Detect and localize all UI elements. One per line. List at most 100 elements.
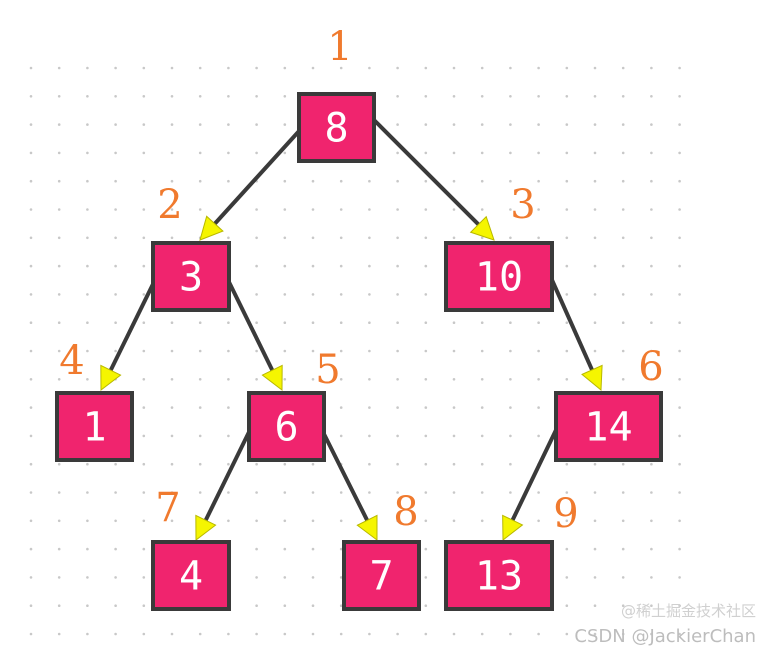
grid-dot [283,151,287,155]
grid-dot [255,208,258,211]
grid-dot [114,179,117,183]
grid-dot [227,151,230,155]
grid-dot [368,236,371,240]
grid-dot [396,349,399,353]
grid-dot [396,95,399,98]
grid-dot [255,491,258,494]
grid-dot [509,491,512,494]
arrowhead-icon [502,514,524,542]
grid-dot [537,123,540,126]
grid-dot [227,491,230,494]
grid-dot [368,406,371,409]
grid-dot [480,462,484,466]
grid-dot [650,632,653,636]
grid-dot [621,462,625,466]
grid-dot [114,576,117,579]
grid-dot [255,236,258,240]
visit-order-label: 9 [553,491,578,537]
grid-dot [170,236,174,240]
grid-dot [255,378,258,381]
grid-dot [678,321,681,325]
grid-dot [339,406,343,409]
grid-dot [86,264,89,268]
grid-dot [142,519,146,523]
grid-dot [86,208,89,211]
grid-dot [424,519,428,523]
arrowhead-icon [261,364,283,392]
grid-dot [255,576,258,579]
tree-node-10: 10 [444,241,554,312]
grid-dot [142,576,146,579]
grid-dot [114,208,117,211]
grid-dot [57,95,61,98]
grid-dot [396,321,399,325]
node-box [342,540,421,611]
edge-n3-n1 [100,279,157,392]
grid-dot [678,434,681,438]
visit-order-label: 5 [315,347,340,393]
grid-dot [593,236,597,240]
grid-dot [339,632,343,636]
grid-dot [593,321,597,325]
grid-dot [424,151,428,155]
visit-order-label: 6 [638,344,663,390]
grid-dot [255,604,258,607]
grid-dot [424,378,428,381]
visit-order-label: 1 [327,24,352,70]
grid-dot [114,95,117,98]
grid-dot [29,547,33,551]
grid-dot [339,321,343,325]
grid-dot [114,547,117,551]
grid-dot [86,491,89,494]
grid-dot [198,208,202,211]
grid-dot [29,434,33,438]
grid-dot [311,378,315,381]
tree-node-1: 1 [55,391,134,462]
grid-dot [29,632,33,636]
grid-dot [565,604,569,607]
grid-dot [29,349,33,353]
grid-dot [509,95,512,98]
grid-dot [650,236,653,240]
grid-dot [565,378,569,381]
grid-dot [114,264,117,268]
grid-dot [368,349,371,353]
grid-dot [311,519,315,523]
grid-dot [424,462,428,466]
grid-dot [227,321,230,325]
grid-dot [480,491,484,494]
grid-dot [57,123,61,126]
grid-dot [170,406,174,409]
edge-n6-n7 [320,429,378,542]
grid-dot [339,434,343,438]
node-value: 3 [179,255,203,301]
grid-dot [57,576,61,579]
grid-dot [565,321,569,325]
grid-dot [339,179,343,183]
grid-dot [142,462,146,466]
grid-dot [142,321,146,325]
tree-node-4: 4 [151,540,231,611]
grid-dot [29,604,33,607]
grid-dot [29,491,33,494]
grid-dot [565,293,569,296]
grid-dot [255,151,258,155]
grid-dot [339,519,343,523]
grid-dot [198,95,202,98]
grid-dot [480,151,484,155]
grid-dot [452,66,456,70]
grid-dot [114,519,117,523]
grid-dot [396,208,399,211]
grid-dot [283,95,287,98]
grid-dot [509,434,512,438]
tree-node-3: 3 [151,241,231,312]
grid-dot [311,66,315,70]
grid-dot [255,462,258,466]
grid-dot [678,378,681,381]
grid-dot [396,519,399,523]
grid-dot [311,293,315,296]
node-value: 13 [475,554,523,600]
grid-dot [452,434,456,438]
edge-n14-n13 [502,429,558,542]
grid-dot [537,406,540,409]
